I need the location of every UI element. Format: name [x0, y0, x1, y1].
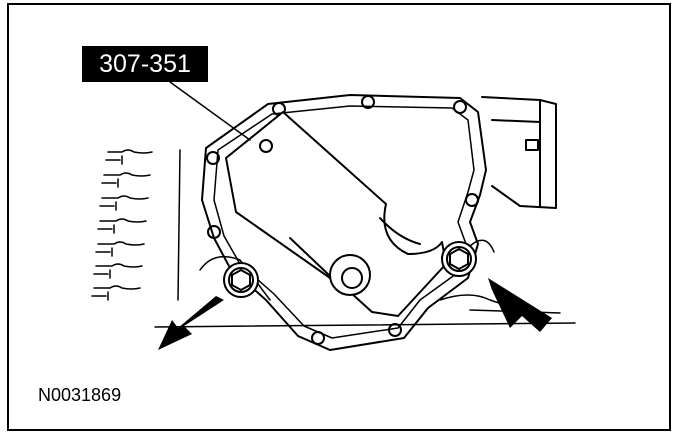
harness-connector-stack — [91, 149, 153, 301]
callout-leader-line — [169, 81, 251, 141]
electrical-connector — [481, 96, 557, 209]
figure-frame — [7, 3, 671, 431]
transmission-case — [199, 239, 521, 311]
arrow-right-icon — [488, 278, 552, 332]
mounting-bolt-left — [223, 262, 259, 298]
figure-id: N0031869 — [38, 385, 122, 405]
mounting-bolt-right — [441, 241, 477, 277]
arrow-left-icon — [158, 296, 224, 350]
tool-callout-label: 307-351 — [82, 46, 208, 82]
alignment-tool-307-351 — [225, 111, 447, 317]
